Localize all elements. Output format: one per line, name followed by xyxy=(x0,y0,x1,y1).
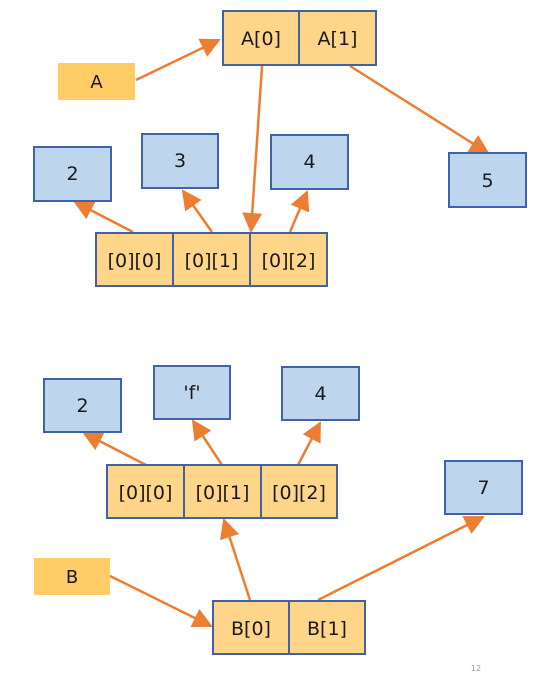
value-a-3-text: 3 xyxy=(174,150,186,172)
label-b-text: B xyxy=(66,567,78,588)
cell-a-02 xyxy=(249,232,328,287)
cell-b-01 xyxy=(183,464,262,519)
diagram-a-arrows xyxy=(73,38,490,234)
cell-b1 xyxy=(288,600,366,655)
cell-a-01-text: [0][1] xyxy=(185,250,239,272)
value-a-5-text: 5 xyxy=(481,170,493,192)
diagram-b-arrows xyxy=(82,419,485,628)
arrow-a-to-a0 xyxy=(135,38,221,82)
arrow-a0-to-row-a xyxy=(242,65,264,233)
label-a: A xyxy=(58,63,135,100)
array-a-cells: A[0] A[1] xyxy=(222,10,377,66)
label-a-text: A xyxy=(90,72,103,93)
value-box-b-2 xyxy=(43,378,122,433)
arrow-a1-to-value-5 xyxy=(349,64,490,155)
value-box-b-f xyxy=(153,365,231,420)
value-box-a-5 xyxy=(448,152,527,208)
value-a-2-text: 2 xyxy=(66,163,78,185)
value-b-4-text: 4 xyxy=(314,383,326,405)
cell-a-00 xyxy=(95,232,174,287)
cell-b0-text: B[0] xyxy=(231,618,271,640)
value-b-f-text: 'f' xyxy=(183,382,200,404)
cell-a-00-text: [0][0] xyxy=(108,250,162,272)
cell-a-02-text: [0][2] xyxy=(262,250,316,272)
cell-b-01-text: [0][1] xyxy=(196,482,250,504)
row-a-cells: [0][0] [0][1] [0][2] xyxy=(95,232,328,287)
arrow-b01-to-value-f xyxy=(191,419,224,466)
cell-b-00-text: [0][0] xyxy=(119,482,173,504)
value-box-a-3 xyxy=(141,133,219,189)
arrow-b1-to-value-7 xyxy=(317,515,485,602)
label-b: B xyxy=(34,558,110,595)
arrow-b0-to-row-b xyxy=(220,518,252,601)
cell-a0-text: A[0] xyxy=(241,28,281,50)
page-number: 12 xyxy=(471,664,481,673)
cell-b-00 xyxy=(106,464,185,519)
arrow-b02-to-value-4 xyxy=(296,421,322,466)
cell-a1 xyxy=(298,10,377,66)
value-box-a-4 xyxy=(270,134,349,190)
diagram-a-values: 2 3 4 xyxy=(33,133,349,202)
value-a-4-text: 4 xyxy=(303,151,315,173)
value-box-a-2 xyxy=(33,146,112,202)
cell-b0 xyxy=(212,600,290,655)
arrow-b-to-b0 xyxy=(109,574,213,628)
cell-b1-text: B[1] xyxy=(307,618,347,640)
arrow-a01-to-value-3 xyxy=(181,189,214,233)
diagram-b: B 2 'f' 4 7 [0][0] [0][1] [0][2] B[0] xyxy=(34,365,523,655)
cell-b-02-text: [0][2] xyxy=(272,482,326,504)
value-box-b-7 xyxy=(444,460,523,515)
diagram-a: A A[0] A[1] 2 3 4 5 [0][0] [0][1] xyxy=(33,10,527,287)
arrow-a00-to-value-2 xyxy=(73,200,134,234)
arrow-a02-to-value-4 xyxy=(288,190,310,233)
array-b-cells: B[0] B[1] xyxy=(212,600,366,655)
value-b-2-text: 2 xyxy=(76,395,88,417)
value-box-b-4 xyxy=(281,366,360,421)
value-b-7-text: 7 xyxy=(477,477,489,499)
diagram-b-values: 2 'f' 4 xyxy=(43,365,360,433)
cell-b-02 xyxy=(260,464,338,519)
row-b-cells: [0][0] [0][1] [0][2] xyxy=(106,464,338,519)
arrow-b00-to-value-2 xyxy=(82,431,147,467)
cell-a1-text: A[1] xyxy=(318,28,358,50)
